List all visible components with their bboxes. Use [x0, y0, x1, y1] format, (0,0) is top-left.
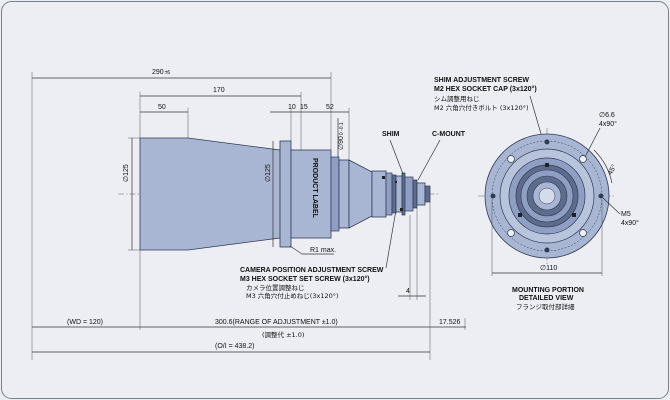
hole-count-label: 4x90° [599, 120, 617, 128]
angle-45-arc [593, 149, 613, 184]
dim-10-label: 10 [288, 104, 296, 111]
dim-range-label: 300.6(RANGE OF ADJUSTMENT ±1.0) [215, 319, 338, 326]
shim-screw-label-jp2: M2 六角穴付きボルト (3x120°) [434, 103, 529, 112]
mounting-hole [579, 229, 587, 237]
mounting-caption-1: MOUNTING PORTION [512, 287, 584, 294]
shim-label: SHIM [382, 131, 400, 138]
dim-range-jp-label: (調整代 ±1.0) [262, 330, 304, 339]
cam-screw-leader [385, 209, 397, 269]
shim-leader [389, 139, 404, 175]
mounting-caption-2: DETAILED VIEW [519, 295, 574, 302]
cam-screw-label-jp1: カメラ位置調整ねじ [246, 283, 305, 292]
shim-screw-label-jp1: シム調整用ねじ [434, 94, 480, 103]
lens-flange [279, 140, 292, 248]
hole-phi66-label: ∅6.6 [599, 112, 615, 119]
shim-screw-label-1: SHIM ADJUSTMENT SCREW [434, 77, 529, 84]
dim-17526-label: 17.526 [439, 319, 461, 326]
c-mount-label: C-MOUNT [432, 131, 466, 138]
m5-tap [544, 139, 550, 145]
dim-4-label: 4 [406, 288, 410, 295]
c-mount-leader [417, 139, 441, 181]
dim-phi110-label: ∅110 [540, 265, 557, 272]
lens-rear-tube [290, 149, 332, 239]
mounting-caption-jp: フランジ取付部詳細 [516, 302, 575, 311]
r1-label: R1 max. [310, 247, 336, 254]
dim-170-label: 170 [213, 87, 225, 94]
dim-290-label: 290±6 [152, 69, 170, 76]
dim-phi90-label: ∅900 -0.1 [338, 122, 345, 150]
m5-label: M5 [621, 211, 631, 218]
product-label-text: PRODUCT LABEL [311, 158, 318, 219]
dim-phi125-left-label: ∅125 [123, 164, 130, 182]
dim-52-label: 52 [326, 104, 334, 111]
mounting-hole [507, 229, 515, 237]
lens-side-view [139, 137, 431, 251]
cam-screw-label-jp2: M3 六角穴付止めねじ(3x120°) [246, 291, 339, 300]
screw-mark [400, 208, 403, 211]
lens-taper [348, 159, 373, 229]
m5-tap [490, 193, 496, 199]
dim-oi-label: (O/I = 438.2) [215, 343, 255, 350]
cam-screw-label-2: M3 HEX SOCKET SET SCREW (3x120°) [240, 275, 370, 283]
dim-50-label: 50 [158, 104, 166, 111]
mounting-hole [579, 155, 587, 163]
m5-tap [598, 193, 604, 199]
dim-wd-label: (WD = 120) [67, 319, 103, 326]
hole-leader [584, 127, 601, 158]
lens-front-barrel [139, 137, 281, 251]
dim-phi125-right-label: ∅125 [265, 164, 272, 182]
shim-screw-label-2: M2 HEX SOCKET CAP (3x120°) [434, 85, 537, 93]
mounting-portion-view [478, 128, 616, 265]
m5-leader [602, 197, 621, 215]
dim-15-label: 15 [300, 104, 308, 111]
lens-ring [330, 156, 340, 232]
c-mount-part [404, 176, 414, 212]
mounting-hole [507, 155, 515, 163]
m5-count-label: 4x90° [621, 219, 639, 227]
screw-mark [382, 176, 385, 179]
m5-tap [544, 247, 550, 253]
cam-screw-label-1: CAMERA POSITION ADJUSTMENT SCREW [240, 267, 384, 274]
